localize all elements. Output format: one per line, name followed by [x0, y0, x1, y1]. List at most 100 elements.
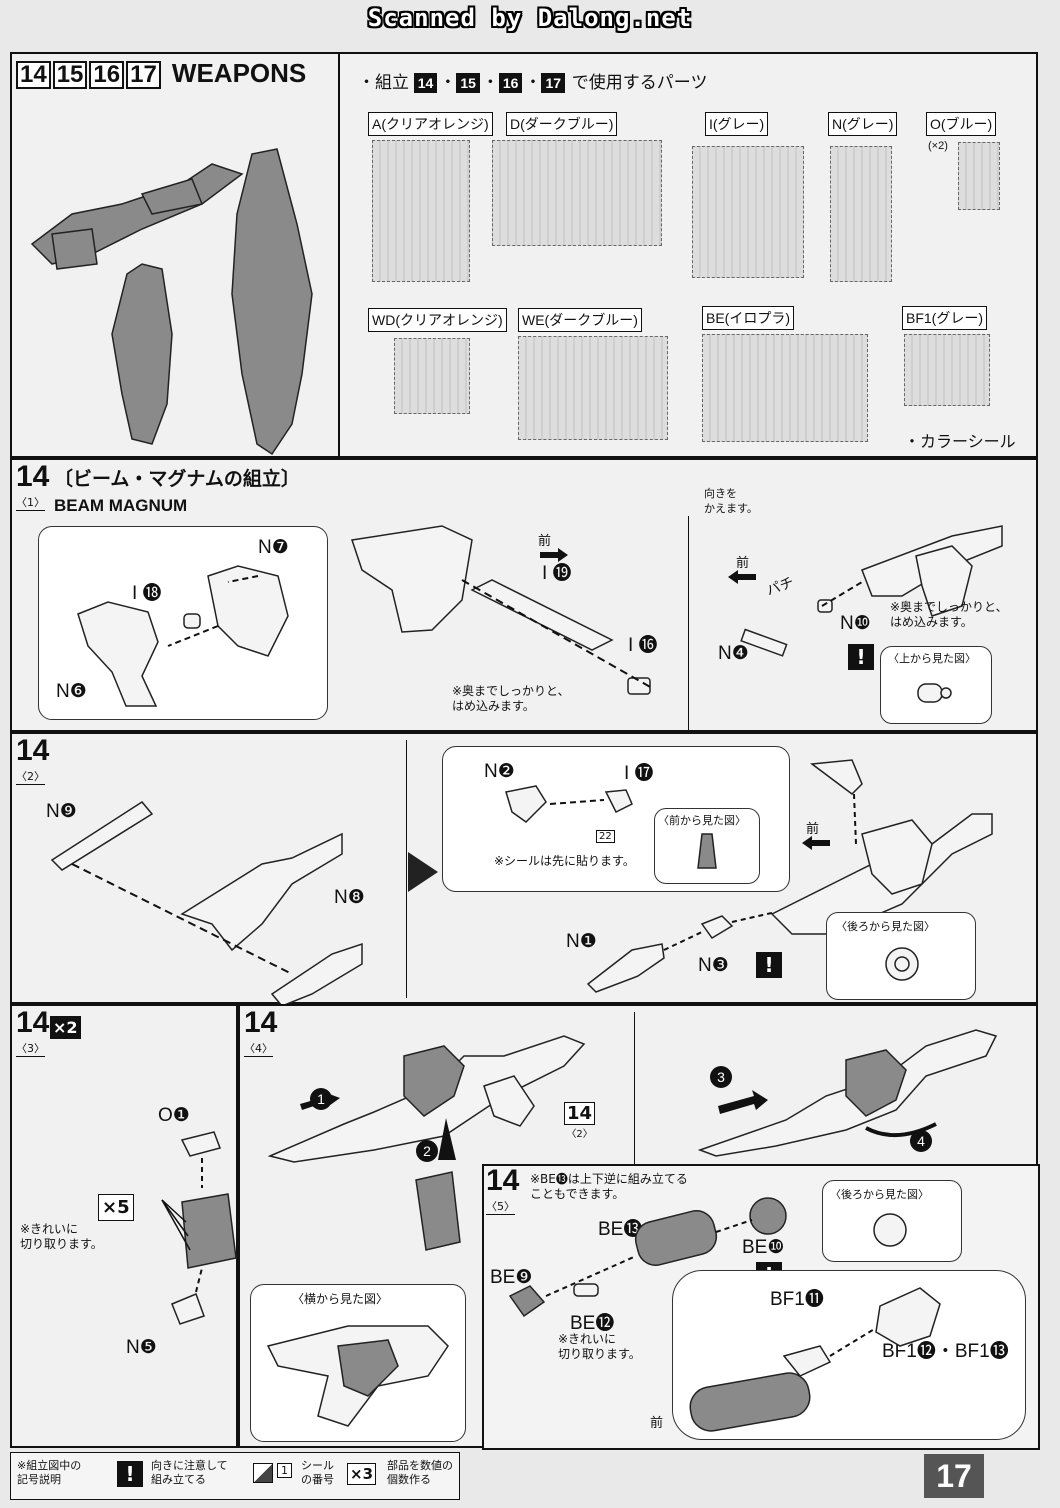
ref-15: 15: [456, 73, 480, 93]
insert-note-2: ※奥までしっかりと、 はめ込みます。: [890, 600, 1008, 629]
step14-5-number: 14: [486, 1164, 520, 1197]
part-n5: N❺: [126, 1337, 157, 1358]
legend-warning-icon: !: [117, 1461, 143, 1487]
top-view-part-icon: [917, 683, 952, 703]
front-arrow-1: [540, 548, 568, 562]
runner-label-i: I(グレー): [705, 112, 769, 136]
grip-assembly-illustration: [77, 565, 289, 707]
part-n6: N❻: [56, 681, 87, 702]
sticker-note: ※シールは先に貼ります。: [494, 854, 635, 868]
substep-2-label: 〈2〉: [16, 770, 45, 785]
step14-4-panel: 14 〈4〉 1 14 〈2〉 2 〈横から見た図〉 3 4 14 〈5〉 ※B…: [238, 1004, 1040, 1450]
side-view-label: 〈横から見た図〉: [292, 1292, 389, 1306]
ref-14-2-sub: 〈2〉: [566, 1129, 593, 1140]
ref-14-2: 14 〈2〉: [564, 1102, 596, 1140]
label-front-1: 前: [538, 533, 552, 548]
legend-warning-text: 向きに注意して 組み立てる: [151, 1459, 228, 1486]
part-n4: N❹: [718, 643, 749, 664]
runner-label-be: BE(イロプラ): [702, 306, 794, 330]
barrel-insert-illustration: [351, 525, 653, 695]
step14-3-number: 14: [16, 1006, 50, 1039]
times5-text: ×5: [102, 1197, 130, 1218]
step14-1-panel: 14 〔ビーム・マグナムの組立〕 〈1〉 BEAM MAGNUM N❼ I ⓲ …: [10, 458, 1038, 732]
cut-note-1: ※きれいに 切り取ります。: [20, 1222, 103, 1251]
runner-o-qty: (×2): [928, 140, 948, 152]
legend-x3: ×3: [347, 1463, 377, 1485]
ref-14: 14: [413, 73, 438, 93]
part-n8: N❽: [334, 887, 365, 908]
runner-n-sprue: [830, 146, 892, 282]
step14-3-panel: 14 ×2 〈3〉 O❶ ×5 ※きれいに 切り取ります。 N❺: [10, 1004, 238, 1448]
runner-label-bf1: BF1(グレー): [902, 306, 987, 330]
step14-4-number: 14: [244, 1006, 278, 1039]
symbol-legend: ※組立図中の 記号説明 ! 向きに注意して 組み立てる 1 シール の番号 ×3…: [10, 1452, 460, 1500]
runner-label-a: A(クリアオレンジ): [368, 112, 493, 136]
substep-1-label: 〈1〉: [16, 496, 45, 511]
legend-seal-text: シール の番号: [301, 1459, 334, 1486]
grip-insert-illustration: [415, 1118, 461, 1251]
runner-label-wd: WD(クリアオレンジ): [368, 308, 507, 332]
runner-be-sprue: [702, 334, 868, 442]
substep-3-label: 〈3〉: [16, 1042, 45, 1057]
front-arrow-3: [802, 836, 830, 850]
parts-intro: ・組立 14・15・16・17 で使用するパーツ: [358, 73, 708, 93]
arrow-num-3: 3: [710, 1066, 732, 1088]
runner-o-sprue: [958, 142, 1000, 210]
part-bf11: BF1⓫: [770, 1289, 824, 1310]
arrow-num-4: 4: [910, 1130, 932, 1152]
runner-we-sprue: [518, 336, 668, 440]
front-arrow-2: [728, 570, 756, 584]
part-be13: BE⓭: [598, 1219, 643, 1240]
step-number-17: 17: [126, 61, 161, 89]
step-number-15: 15: [52, 61, 88, 89]
part-i17: I ⓱: [624, 763, 654, 784]
part-i19: I ⓳: [542, 563, 572, 584]
next-arrow: [408, 852, 438, 892]
part-be12: BE⓬: [570, 1313, 615, 1334]
label-front-3: 前: [806, 821, 820, 836]
step-number-16: 16: [89, 61, 125, 89]
legend-seal-number: 1: [277, 1463, 292, 1478]
sticker-number: 22: [596, 830, 615, 843]
barrel-front-assembly-illustration: [586, 759, 993, 993]
sight-rail-illustration: [50, 801, 363, 1007]
substep-4-label: 〈4〉: [244, 1042, 273, 1057]
part-n7: N❼: [258, 537, 289, 558]
color-seal-label: ・カラーシール: [904, 434, 1016, 451]
legend-title: ※組立図中の 記号説明: [17, 1459, 82, 1486]
beam-magnum-illustration: [30, 163, 244, 270]
runner-label-n: N(グレー): [828, 112, 898, 136]
runner-a-sprue: [372, 140, 470, 282]
shield-illustration-1: [111, 263, 173, 445]
part-bf12-13: BF1⓬・BF1⓭: [882, 1341, 1009, 1362]
step14-2-panel: 14 〈2〉 N❾ N❽ N❷ I ⓱ 22 ※シールは先に貼ります。 〈前から…: [10, 732, 1038, 1007]
parts-intro-prefix: ・組立: [358, 73, 409, 92]
part-be10: BE❿: [742, 1237, 785, 1258]
magnum-side-assembly-illustration: [267, 1035, 586, 1163]
runner-wd-sprue: [394, 338, 470, 414]
step14-number: 14: [16, 460, 50, 493]
runner-label-o: O(ブルー): [926, 112, 997, 136]
label-front-2: 前: [736, 555, 750, 570]
back-view-label: 〈後ろから見た図〉: [836, 921, 935, 933]
section-divider-4: [634, 1012, 635, 1166]
holder-assembly-illustration: [689, 1287, 941, 1432]
magnum-final-assembly-illustration: [697, 1029, 998, 1157]
part-n9: N❾: [46, 801, 77, 822]
be13-orientation-note: ※BE⓭は上下逆に組み立てる こともできます。: [530, 1172, 688, 1201]
part-n1: N❶: [566, 931, 597, 952]
back-view-label-2: 〈後ろから見た図〉: [830, 1189, 929, 1201]
warning-icon-1: !: [848, 644, 874, 670]
vertical-divider: [338, 54, 340, 456]
substep-5-label: 〈5〉: [486, 1200, 515, 1215]
runner-label-we: WE(ダークブルー): [518, 308, 642, 332]
arrow-num-2: 2: [416, 1140, 438, 1162]
part-n3: N❸: [698, 955, 729, 976]
runner-label-d: D(ダークブルー): [506, 112, 618, 136]
ref-16: 16: [498, 73, 523, 93]
times5-badge: ×5: [98, 1194, 134, 1221]
section-divider-1: [688, 516, 689, 730]
page-number: 17: [924, 1454, 984, 1498]
ref-14-2-num: 14: [564, 1102, 596, 1125]
